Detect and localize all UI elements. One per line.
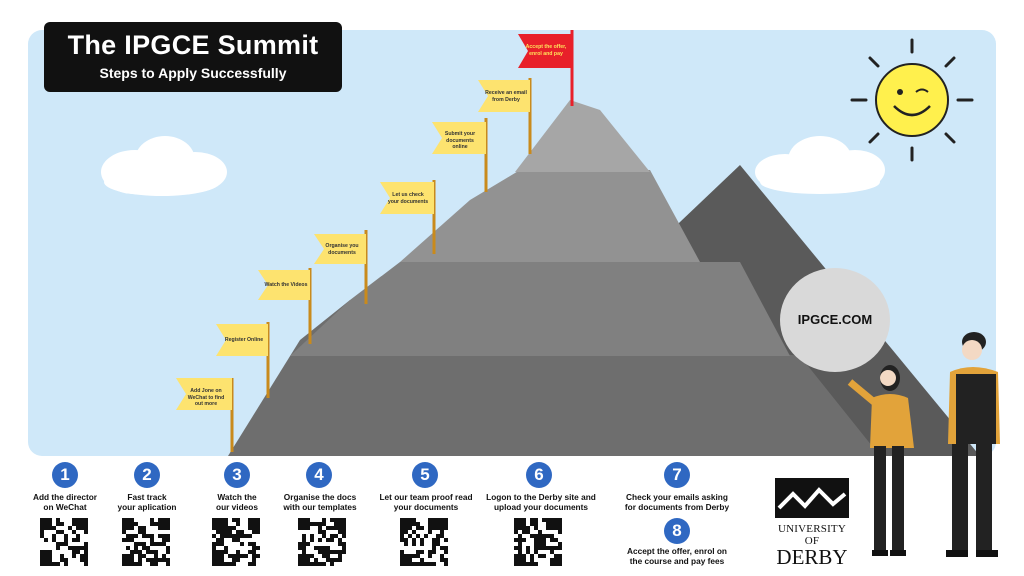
step-7-label: Check your emails asking for documents f… bbox=[624, 492, 730, 512]
flag-label-5: Let us check your documents bbox=[387, 192, 429, 205]
man-figure bbox=[946, 332, 1000, 557]
qr-code-2[interactable] bbox=[122, 518, 170, 566]
woman-figure bbox=[847, 365, 914, 556]
university-of-derby-logo: UNIVERSITY OF DERBY bbox=[772, 478, 852, 569]
qr-code-1[interactable] bbox=[40, 518, 88, 566]
yellow-flags bbox=[176, 80, 530, 410]
qr-code-6[interactable] bbox=[514, 518, 562, 566]
qr-code-3[interactable] bbox=[212, 518, 260, 566]
cloud-left bbox=[101, 136, 227, 196]
ipgce-boulder: IPGCE.COM bbox=[780, 268, 890, 372]
page-subtitle: Steps to Apply Successfully bbox=[99, 65, 287, 81]
step-8-label: Accept the offer, enrol on the course an… bbox=[626, 546, 728, 566]
step-3-label: Watch the our videos bbox=[216, 492, 258, 512]
step-7-number: 7 bbox=[664, 462, 690, 488]
step-4-number: 4 bbox=[306, 462, 332, 488]
qr-code-5[interactable] bbox=[400, 518, 448, 566]
logo-line-1: UNIVERSITY OF bbox=[778, 523, 846, 547]
step-1-number: 1 bbox=[52, 462, 78, 488]
step-6-number: 6 bbox=[526, 462, 552, 488]
step-5-label: Let our team proof read your documents bbox=[379, 492, 473, 512]
logo-line-2: DERBY bbox=[776, 545, 848, 569]
step-2-number: 2 bbox=[134, 462, 160, 488]
step-5-number: 5 bbox=[412, 462, 438, 488]
flag-label-6: Submit your documents online bbox=[444, 131, 476, 150]
step-4-label: Organise the docs with our templates bbox=[283, 492, 357, 512]
flag-label-7: Receive an email from Derby bbox=[485, 90, 527, 103]
derby-mountains-icon bbox=[775, 478, 849, 518]
step-8-number: 8 bbox=[664, 518, 690, 544]
title-banner: The IPGCE Summit Steps to Apply Successf… bbox=[44, 22, 342, 92]
mountain-layer-3 bbox=[290, 262, 790, 356]
top-red-flag bbox=[518, 34, 572, 68]
flag-label-8: Accept the offer, enrol and pay bbox=[525, 44, 567, 57]
flag-label-4: Organise you documents bbox=[325, 243, 359, 256]
sun-icon bbox=[850, 38, 974, 162]
flag-label-2: Register Online bbox=[224, 337, 264, 343]
flag-label-3: Watch the Videos bbox=[264, 282, 308, 288]
mountain-layer-2 bbox=[400, 170, 700, 262]
page-title: The IPGCE Summit bbox=[67, 30, 319, 60]
qr-code-4[interactable] bbox=[298, 518, 346, 566]
flag-label-1: Add Jone on WeChat to find out more bbox=[187, 388, 225, 407]
step-3-number: 3 bbox=[224, 462, 250, 488]
mountain-layer-top bbox=[515, 100, 650, 172]
boulder-label: IPGCE.COM bbox=[797, 312, 873, 327]
cloud-right bbox=[755, 136, 885, 194]
step-2-label: Fast track your aplication bbox=[117, 492, 177, 512]
step-1-label: Add the director on WeChat bbox=[32, 492, 98, 512]
step-6-label: Logon to the Derby site and upload your … bbox=[486, 492, 596, 512]
